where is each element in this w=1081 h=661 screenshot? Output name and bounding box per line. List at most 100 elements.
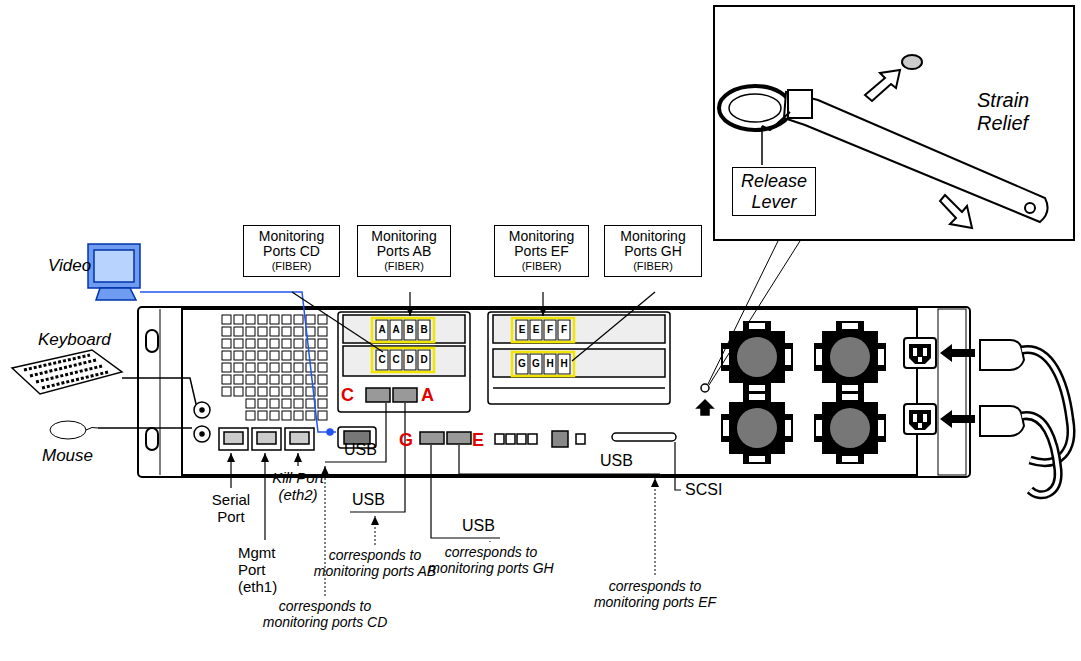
port-letter: D	[418, 353, 430, 367]
usb-label: USB	[462, 517, 495, 535]
leader-lines-part	[297, 453, 298, 466]
strain-relief-drawing-part	[940, 195, 972, 228]
leader-lines-part	[542, 292, 543, 316]
vent-grid-part	[294, 315, 303, 324]
vent-grid-part	[222, 363, 231, 372]
port-name: Kill Port (eth2)	[272, 470, 324, 504]
leader-lines	[231, 292, 681, 540]
vent-grid-part	[318, 387, 327, 396]
fiber-slots-part	[418, 350, 430, 370]
monitor-icon-part	[96, 288, 136, 300]
label-box: Monitoring Ports CD(FIBER)	[243, 225, 340, 277]
strain-relief-drawing-part	[1025, 203, 1035, 213]
vent-grid-part	[270, 315, 279, 324]
box-heading: Monitoring Ports CD	[248, 229, 335, 259]
port-letter: A	[390, 323, 402, 337]
fiber-slots-part	[530, 354, 542, 374]
fiber-cards-part	[447, 432, 471, 444]
box-note: (FIBER)	[609, 259, 697, 273]
vent-grid-part	[270, 339, 279, 348]
box-heading: Monitoring Ports GH	[609, 229, 697, 259]
vent-grid-part	[282, 375, 291, 384]
usb-letter: A	[421, 385, 434, 405]
fiber-cards-part	[576, 434, 585, 444]
mouse-icon	[50, 421, 98, 439]
mouse-icon-part	[86, 427, 98, 430]
cables-part	[140, 292, 336, 432]
port-name: Mgmt Port (eth1)	[238, 545, 292, 595]
usb-letter: G	[399, 430, 413, 450]
leader-lines-part	[572, 292, 655, 361]
fans-part	[814, 321, 886, 393]
box-note: (FIBER)	[499, 259, 584, 273]
port-letter: H	[544, 357, 556, 371]
vent-grid-part	[318, 363, 327, 372]
leader-lines-part	[431, 445, 500, 538]
leader-lines-part	[325, 403, 386, 462]
vent-grid-part	[270, 351, 279, 360]
vent-grid-part	[258, 387, 267, 396]
vent-grid-part	[258, 363, 267, 372]
vent-grid-part	[282, 363, 291, 372]
fiber-slots-part	[376, 350, 388, 370]
port-letter: F	[544, 323, 556, 337]
vent-grid-part	[258, 399, 267, 408]
box-heading: Monitoring Ports AB	[362, 229, 446, 259]
vent-grid-part	[246, 387, 255, 396]
vent-grid-part	[222, 387, 231, 396]
power-inlets-part-part	[1022, 416, 1058, 495]
port-highlight	[372, 318, 574, 376]
keyboard-icon-part	[12, 350, 122, 394]
vent-grid-part	[270, 387, 279, 396]
vent-grid-part	[222, 327, 231, 336]
port-letter: F	[558, 323, 570, 337]
fiber-cards-part	[338, 312, 470, 412]
leader-lines-part	[264, 453, 265, 540]
power-inlets-part	[904, 404, 936, 434]
keyboard-icon-part	[24, 355, 108, 388]
vent-grid-part	[234, 375, 243, 384]
fiber-slots-part	[544, 354, 556, 374]
vent-grid-part	[318, 399, 327, 408]
fans-part	[721, 321, 793, 393]
fiber-cards	[338, 312, 676, 447]
fiber-slots-part	[376, 320, 388, 340]
fiber-slots-part	[558, 320, 570, 340]
vent-grid-part	[318, 351, 327, 360]
vent-grid-part	[294, 399, 303, 408]
usb-letter: C	[341, 385, 354, 405]
vent-grid-part	[318, 339, 327, 348]
leader-lines-part	[675, 442, 681, 490]
vent-grid-part	[306, 411, 315, 420]
label-box: Monitoring Ports AB(FIBER)	[357, 225, 451, 277]
fiber-slots-part	[544, 320, 556, 340]
device-name: Video	[48, 256, 91, 275]
fiber-slots-part	[404, 350, 416, 370]
vent-grid-part	[246, 411, 255, 420]
label-box: Monitoring Ports GH(FIBER)	[604, 225, 702, 277]
callout-note: corresponds to monitoring ports GH	[428, 545, 554, 576]
leader-lines-part	[459, 445, 660, 474]
vent-grid-part	[246, 315, 255, 324]
vent-grid-part	[282, 411, 291, 420]
cables-part	[98, 427, 192, 429]
box-note: (FIBER)	[362, 259, 446, 273]
io-ports-part	[200, 408, 204, 412]
fiber-slots-part	[530, 320, 542, 340]
power-inlets	[904, 338, 1071, 495]
fiber-cards-part	[343, 315, 465, 343]
fans	[721, 321, 886, 464]
leader-lines-part	[292, 292, 383, 352]
part-name: Release Lever	[737, 171, 811, 212]
callout-inset: Strain ReliefRelease Lever	[713, 5, 1075, 241]
fiber-cards-part	[495, 434, 504, 444]
vent-grid-part	[282, 399, 291, 408]
vent-grid-part	[246, 399, 255, 408]
io-ports-part	[290, 432, 309, 444]
port-letter: D	[404, 353, 416, 367]
chassis-part	[160, 309, 161, 475]
chassis-part	[182, 309, 917, 475]
fiber-slots-part	[516, 354, 528, 374]
vent-grid-part	[318, 327, 327, 336]
usb-label: USB	[344, 441, 377, 459]
